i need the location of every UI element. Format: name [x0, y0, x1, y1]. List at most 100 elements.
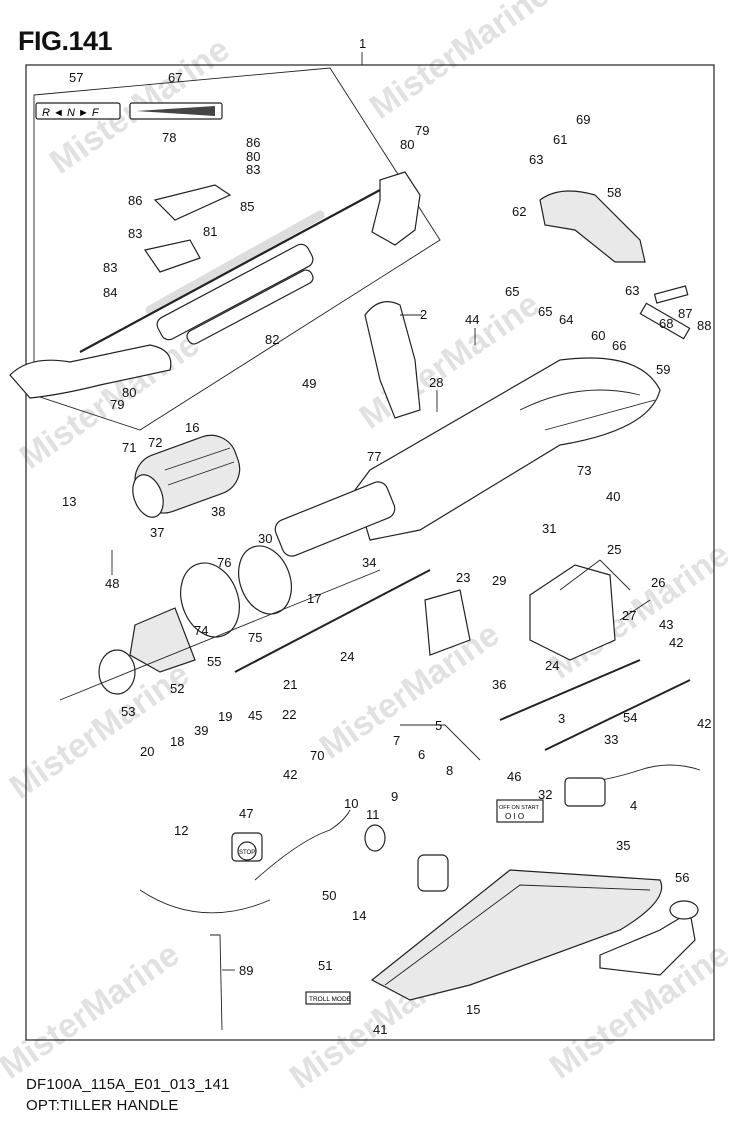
callout-75: 75: [248, 630, 262, 645]
callout-79: 79: [415, 123, 429, 138]
callout-49: 49: [302, 376, 316, 391]
callout-82: 82: [265, 332, 279, 347]
callout-41: 41: [373, 1022, 387, 1037]
callout-16: 16: [185, 420, 199, 435]
callout-64: 64: [559, 312, 573, 327]
callout-29: 29: [492, 573, 506, 588]
shift-decal: R ◄ N ► F: [35, 102, 121, 120]
callout-58: 58: [607, 185, 621, 200]
pivot-bolt: [639, 302, 691, 340]
callout-7: 7: [393, 733, 400, 748]
callout-9: 9: [391, 789, 398, 804]
leader-lines: [111, 314, 651, 971]
watermark-text: MisterMarine: [0, 935, 186, 1086]
callout-2: 2: [420, 307, 427, 322]
handle-shaft: [274, 481, 396, 557]
callout-57: 57: [69, 70, 83, 85]
callout-34: 34: [362, 555, 376, 570]
callout-43: 43: [659, 617, 673, 632]
troll-mode-text: TROLL MODE: [309, 996, 352, 1003]
shift-decal-label: R ◄ N ► F: [42, 107, 100, 119]
callout-80: 80: [246, 149, 260, 164]
callout-3: 3: [558, 711, 565, 726]
callout-83: 83: [246, 162, 260, 177]
callout-84: 84: [103, 285, 117, 300]
callout-68: 68: [659, 316, 673, 331]
switch-panel: OFF ON START O I O: [496, 799, 544, 823]
gradient-decal: [129, 102, 223, 120]
shift-cable: [544, 679, 691, 751]
watermark-text: MisterMarine: [313, 615, 507, 766]
callout-50: 50: [322, 888, 336, 903]
callout-42: 42: [669, 635, 683, 650]
callout-17: 17: [307, 591, 321, 606]
figure-code: DF100A_115A_E01_013_141: [26, 1076, 230, 1093]
callout-74: 74: [194, 623, 208, 638]
callout-62: 62: [512, 204, 526, 219]
callout-32: 32: [538, 787, 552, 802]
callout-5: 5: [435, 718, 442, 733]
callout-56: 56: [675, 870, 689, 885]
callout-80: 80: [122, 385, 136, 400]
callout-79: 79: [110, 397, 124, 412]
tiller-mount: [599, 911, 696, 976]
callout-59: 59: [656, 362, 670, 377]
callout-63: 63: [529, 152, 543, 167]
callout-25: 25: [607, 542, 621, 557]
stop-lanyard: [254, 809, 351, 881]
callout-72: 72: [148, 435, 162, 450]
callout-20: 20: [140, 744, 154, 759]
callout-83: 83: [103, 260, 117, 275]
troll-mode-label: TROLL MODE: [305, 991, 352, 1005]
callout-12: 12: [174, 823, 188, 838]
callout-23: 23: [456, 570, 470, 585]
stop-plate: STOP: [231, 832, 263, 862]
callout-86: 86: [128, 193, 142, 208]
callout-53: 53: [121, 704, 135, 719]
callout-31: 31: [542, 521, 556, 536]
bottom-cover: [370, 869, 663, 1001]
tiller-handle-body: [354, 357, 661, 541]
callout-60: 60: [591, 328, 605, 343]
callout-28: 28: [429, 375, 443, 390]
callouts: 1 57 67 78 86 80 83 79 80 86 85 83 81 83…: [62, 36, 711, 1037]
callout-77: 77: [367, 449, 381, 464]
callout-54: 54: [623, 710, 637, 725]
callout-51: 51: [318, 958, 332, 973]
callout-13: 13: [62, 494, 76, 509]
callout-46: 46: [507, 769, 521, 784]
throttle-cable: [234, 569, 431, 673]
callout-24: 24: [340, 649, 354, 664]
callout-65: 65: [538, 304, 552, 319]
tether-pin: [210, 934, 223, 1031]
callout-69: 69: [576, 112, 590, 127]
callout-88: 88: [697, 318, 711, 333]
callout-21: 21: [283, 677, 297, 692]
callout-76: 76: [217, 555, 231, 570]
figure-name: OPT:TILLER HANDLE: [26, 1097, 179, 1114]
callout-40: 40: [606, 489, 620, 504]
callout-55: 55: [207, 654, 221, 669]
callout-8: 8: [446, 763, 453, 778]
switch-panel-marks: O I O: [505, 812, 524, 821]
callout-30: 30: [258, 531, 272, 546]
pivot-bracket: [539, 190, 646, 263]
callout-39: 39: [194, 723, 208, 738]
callout-10: 10: [344, 796, 358, 811]
callout-89: 89: [239, 963, 253, 978]
callout-78: 78: [162, 130, 176, 145]
handle-bar-assembly: [9, 171, 421, 399]
callout-67: 67: [168, 70, 182, 85]
callout-4: 4: [630, 798, 637, 813]
callout-45: 45: [248, 708, 262, 723]
callout-87: 87: [678, 306, 692, 321]
ignition-switch-housing: [529, 564, 616, 661]
callout-26: 26: [651, 575, 665, 590]
callout-80: 80: [400, 137, 414, 152]
callout-27: 27: [622, 608, 636, 623]
callout-63: 63: [625, 283, 639, 298]
callout-24: 24: [545, 658, 559, 673]
callout-81: 81: [203, 224, 217, 239]
callout-18: 18: [170, 734, 184, 749]
